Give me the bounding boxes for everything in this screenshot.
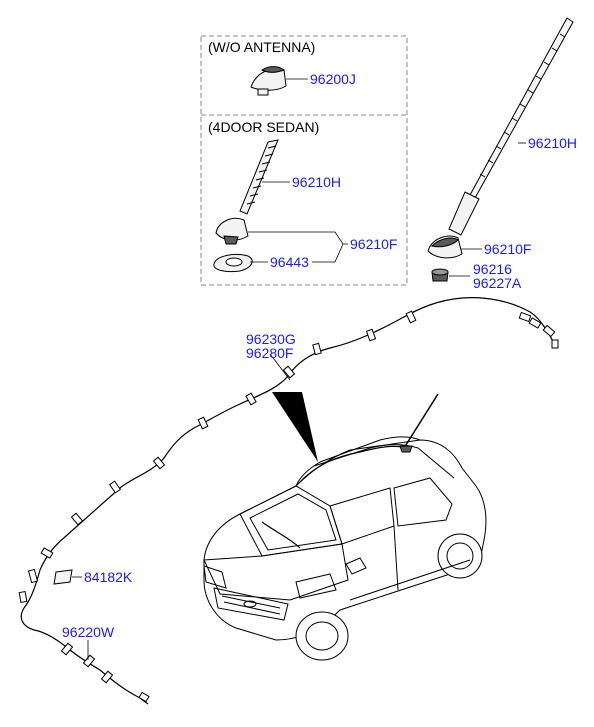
option-box	[200, 35, 408, 286]
leader-96210F-sedan-a	[248, 231, 348, 245]
leader-96230G	[269, 353, 291, 381]
antenna-base-icon	[427, 235, 463, 259]
part-number-96227A[interactable]: 96227A	[473, 275, 522, 291]
part-number-96210F-sedan[interactable]: 96210F	[350, 236, 397, 252]
part-number-96210F[interactable]: 96210F	[484, 241, 531, 257]
cable-clips	[18, 310, 559, 703]
part-number-96200J[interactable]: 96200J	[310, 71, 356, 87]
part-number-96210H[interactable]: 96210H	[528, 135, 577, 151]
antenna-mast-icon	[448, 17, 574, 236]
part-number-96220W[interactable]: 96220W	[62, 624, 115, 640]
sedan-gasket-icon	[213, 253, 253, 273]
part-number-84182K[interactable]: 84182K	[84, 569, 133, 585]
sedan-antenna-rod-icon	[239, 139, 279, 215]
leader-96210F-sedan-b	[312, 243, 344, 263]
box-title-without-antenna: (W/O ANTENNA)	[208, 39, 315, 55]
roof-cap-icon	[250, 66, 287, 96]
pad-icon	[53, 569, 73, 585]
box-title-4door-sedan: (4DOOR SEDAN)	[208, 119, 319, 135]
roof-feeder-cable	[20, 297, 556, 705]
pointer-arrow	[272, 392, 318, 462]
sedan-antenna-base-icon	[215, 217, 249, 245]
car-illustration-icon	[203, 393, 487, 661]
part-number-96280F[interactable]: 96280F	[246, 345, 293, 361]
part-number-96216[interactable]: 96216	[473, 261, 512, 277]
part-number-96443[interactable]: 96443	[270, 254, 309, 270]
antenna-nut-icon	[431, 268, 449, 282]
part-number-96230G[interactable]: 96230G	[246, 331, 296, 347]
part-number-96210H-sedan[interactable]: 96210H	[292, 174, 341, 190]
